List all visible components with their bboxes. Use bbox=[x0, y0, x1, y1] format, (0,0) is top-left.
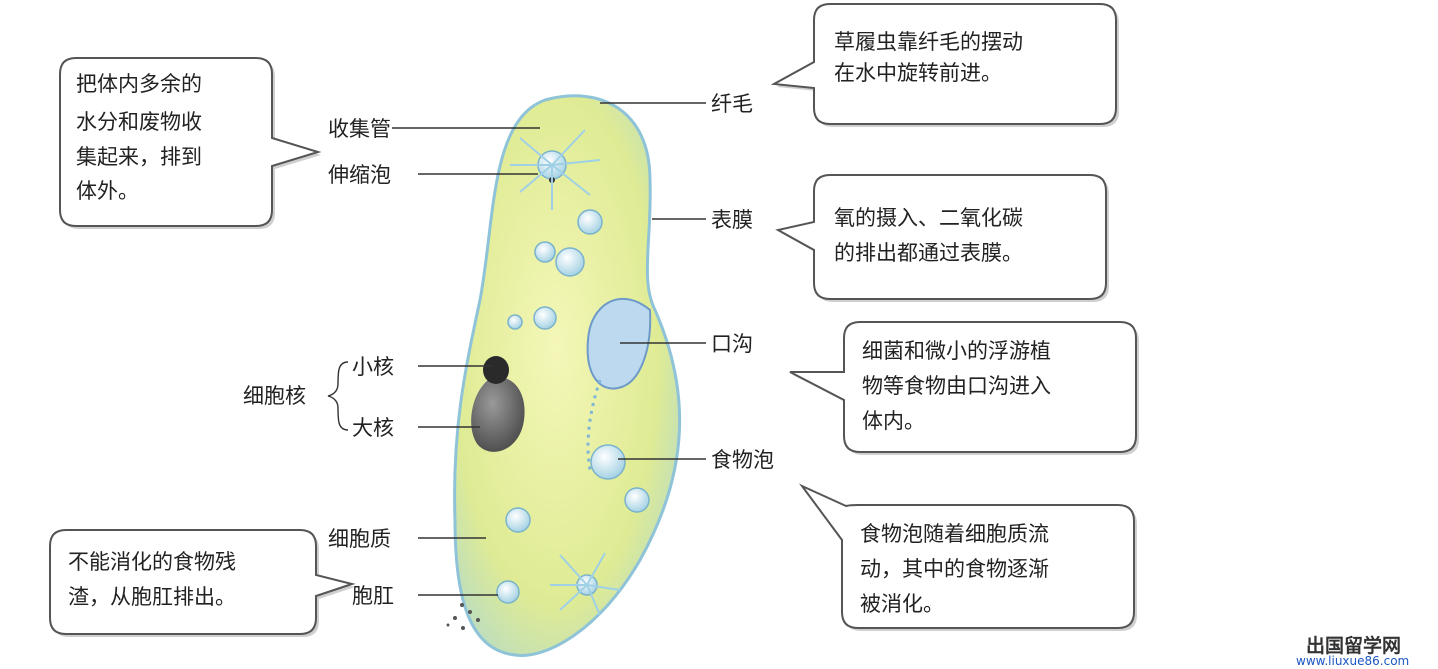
contractile-vacuole-bottom bbox=[550, 552, 621, 616]
label-cytoplasm: 细胞质 bbox=[328, 527, 391, 551]
watermark-url: www.liuxue86.com bbox=[1296, 654, 1409, 668]
callout-anal-pore-line-2: 渣，从胞肛排出。 bbox=[68, 585, 236, 609]
callout-contractile-line-3: 集起来，排到 bbox=[76, 145, 202, 169]
structure-labels: 纤毛 收集管 伸缩泡 表膜 口沟 细胞核 小核 大核 食物泡 细胞质 胞肛 bbox=[243, 92, 774, 608]
callout-anal-pore-line-1: 不能消化的食物残 bbox=[68, 550, 236, 574]
contractile-vacuole-top bbox=[510, 129, 601, 210]
callout-pellicle-line-2: 的排出都通过表膜。 bbox=[834, 241, 1023, 265]
callout-food-vacuole-line-1: 食物泡随着细胞质流 bbox=[860, 522, 1049, 546]
label-anal-pore: 胞肛 bbox=[352, 584, 394, 608]
callout-oral-groove-line-2: 物等食物由口沟进入 bbox=[862, 374, 1051, 398]
micronucleus bbox=[483, 356, 509, 384]
callout-oral-groove-line-3: 体内。 bbox=[862, 409, 925, 433]
callout-oral-groove: 细菌和微小的浮游植 物等食物由口沟进入 体内。 bbox=[789, 321, 1139, 455]
callout-contractile: 把体内多余的 水分和废物收 集起来，排到 体外。 bbox=[59, 57, 322, 229]
callout-contractile-line-4: 体外。 bbox=[76, 179, 139, 203]
callout-food-vacuole: 食物泡随着细胞质流 动，其中的食物逐渐 被消化。 bbox=[798, 483, 1137, 631]
callout-food-vacuole-line-3: 被消化。 bbox=[860, 592, 944, 616]
label-macronucleus: 大核 bbox=[352, 416, 394, 440]
callout-anal-pore: 不能消化的食物残 渣，从胞肛排出。 bbox=[49, 529, 356, 637]
oral-groove-shape bbox=[586, 297, 652, 390]
label-contractile-vacuole: 伸缩泡 bbox=[328, 163, 391, 187]
callout-pellicle: 氧的摄入、二氧化碳 的排出都通过表膜。 bbox=[775, 174, 1109, 302]
callout-contractile-line-1: 把体内多余的 bbox=[76, 72, 202, 96]
callout-food-vacuole-line-2: 动，其中的食物逐渐 bbox=[860, 557, 1049, 581]
label-nucleus: 细胞核 bbox=[243, 384, 306, 408]
label-cilia: 纤毛 bbox=[711, 92, 753, 116]
callout-cilia-line-2: 在水中旋转前进。 bbox=[834, 61, 1002, 85]
callout-cilia-line-1: 草履虫靠纤毛的摆动 bbox=[834, 30, 1023, 54]
food-vacuoles bbox=[496, 209, 650, 604]
gullet-line bbox=[586, 379, 602, 471]
label-collecting-canal: 收集管 bbox=[328, 117, 391, 141]
watermark: 出国留学网 www.liuxue86.com bbox=[1296, 634, 1409, 668]
macronucleus bbox=[471, 377, 525, 452]
callout-oral-groove-line-1: 细菌和微小的浮游植 bbox=[862, 339, 1051, 363]
watermark-title: 出国留学网 bbox=[1306, 634, 1401, 657]
paramecium-body bbox=[446, 94, 682, 658]
label-micronucleus: 小核 bbox=[352, 355, 394, 379]
callout-contractile-line-2: 水分和废物收 bbox=[76, 110, 202, 134]
callout-pellicle-line-1: 氧的摄入、二氧化碳 bbox=[834, 206, 1023, 230]
leader-lines bbox=[327, 102, 706, 596]
excreted-particles bbox=[446, 603, 480, 630]
callout-cilia: 草履虫靠纤毛的摆动 在水中旋转前进。 bbox=[770, 3, 1119, 127]
label-pellicle: 表膜 bbox=[711, 208, 753, 232]
label-food-vacuole: 食物泡 bbox=[711, 448, 774, 472]
label-oral-groove: 口沟 bbox=[711, 332, 753, 356]
